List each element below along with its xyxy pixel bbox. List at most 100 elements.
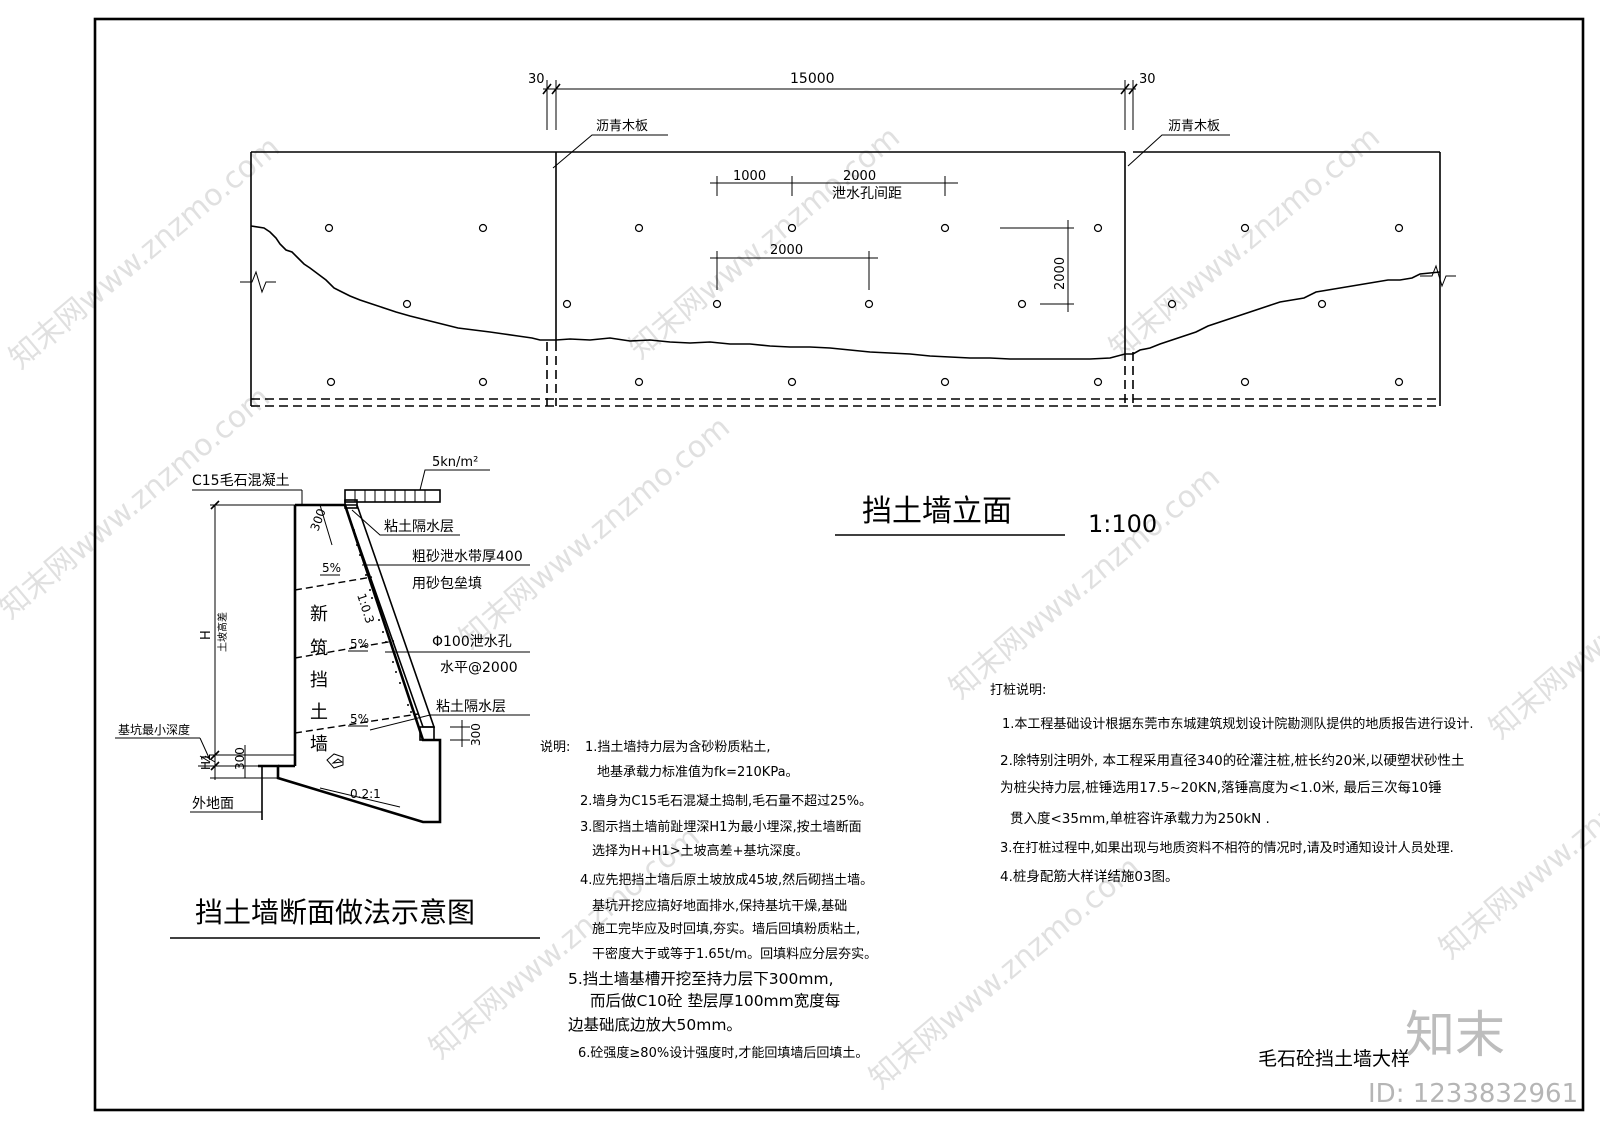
note-line: 干密度大于或等于1.65t/m。回填料应分层夯实。 — [592, 946, 877, 962]
weep-hole — [1017, 299, 1027, 309]
weephole-label-a: Φ100泄水孔 — [432, 634, 512, 650]
dim-top-left: 30 — [528, 72, 545, 87]
elevation-view: 30 15000 30 沥青木板 沥青木板 — [240, 71, 1456, 538]
slope-5c: 5% — [350, 712, 369, 726]
weep-hole — [324, 223, 334, 233]
weep-hole — [940, 223, 950, 233]
dim-2000-vertical: 2000 — [1053, 257, 1068, 290]
id-label: ID: 1233832961 — [1368, 1079, 1578, 1109]
note-line: 而后做C10砼 垫层厚100mm宽度每 — [590, 992, 840, 1010]
dim-2000-a: 2000 — [843, 169, 876, 184]
weep-hole — [478, 377, 488, 387]
weep-hole — [787, 223, 797, 233]
wall-char: 土 — [310, 702, 328, 723]
ground-profile — [250, 225, 1441, 360]
piling-line: 为桩尖持力层,桩锤选用17.5~20KN,落锤高度为<1.0米, 最后三次每10… — [1000, 779, 1442, 796]
slope-5a: 5% — [322, 561, 341, 575]
weep-hole — [940, 377, 950, 387]
slope-5b: 5% — [350, 637, 369, 651]
note-line: 3.图示挡土墙前趾埋深H1为最小埋深,按土墙断面 — [580, 819, 862, 835]
notes-heading: 说明: — [540, 740, 570, 755]
weep-hole — [1167, 299, 1177, 309]
dim-300-right: 300 — [469, 723, 483, 746]
weep-hole — [326, 377, 336, 387]
dim-top-mid: 15000 — [790, 71, 835, 87]
base-ratio-label: 0.2:1 — [350, 787, 381, 801]
outer-ground-label: 外地面 — [192, 796, 234, 812]
note-line: 基坑开挖应搞好地面排水,保持基坑干燥,基础 — [592, 898, 847, 914]
watermark: 知末网www.znzmo.com — [1103, 120, 1387, 366]
weep-hole — [1240, 223, 1250, 233]
dim-1000: 1000 — [733, 169, 766, 184]
watermark: 知末网www.znzmo.com — [0, 380, 277, 626]
note-line: 2.墙身为C15毛石混凝土捣制,毛石量不超过25%。 — [580, 793, 872, 809]
elevation-scale: 1:100 — [1088, 510, 1157, 538]
dim-300-top: 300 — [308, 507, 329, 533]
note-line: 地基承载力标准值为fk=210KPa。 — [597, 764, 799, 780]
weep-hole — [562, 299, 572, 309]
weep-hole — [1394, 223, 1404, 233]
weep-hole — [1240, 377, 1250, 387]
weep-hole — [634, 223, 644, 233]
piling-notes: 打桩说明: 1.本工程基础设计根据东莞市东城建筑规划设计院勘测队提供的地质报告进… — [990, 683, 1474, 885]
watermark: 知末网www.znzmo.com — [3, 130, 287, 376]
weep-hole — [1093, 377, 1103, 387]
elevation-title: 挡土墙立面 — [862, 494, 1012, 529]
dim-300-bottom: 300 — [233, 747, 247, 770]
wall-char: 墙 — [310, 734, 328, 755]
section-view: 5kn/m² C15毛石混凝土 5% 5% 5% 1 — [115, 455, 540, 939]
soil-height-label: 土坡高差 — [216, 612, 229, 652]
clay-bottom-label: 粘土隔水层 — [436, 699, 506, 715]
note-line: 施工完毕应及时回填,夯实。墙后回填粉质粘土, — [592, 921, 860, 937]
watermark: 知末网www.znzmo.com — [623, 120, 907, 366]
note-line: 5.挡土墙基槽开挖至持力层下300mm, — [568, 970, 834, 988]
weep-hole — [1394, 377, 1404, 387]
watermark: 知末网www.znzmo.com — [453, 410, 737, 656]
piling-line: 4.桩身配筋大样详结施03图。 — [1000, 868, 1179, 885]
rubble-stone-icon — [326, 753, 344, 769]
note-line: 1.挡土墙持力层为含砂粉质粘土, — [585, 739, 771, 755]
weep-hole — [787, 377, 797, 387]
weep-hole — [712, 299, 722, 309]
joint-label-left: 沥青木板 — [596, 119, 648, 134]
dim-2000-b: 2000 — [770, 243, 803, 258]
weep-hole — [864, 299, 874, 309]
piling-line: 1.本工程基础设计根据东莞市东城建筑规划设计院勘测队提供的地质报告进行设计. — [1002, 716, 1474, 732]
note-line: 4.应先把挡土墙后原土坡放成45坡,然后砌挡土墙。 — [580, 872, 873, 888]
weep-holes — [324, 223, 1404, 387]
ratio-label: 1:0.3 — [354, 592, 377, 626]
wall-char: 新 — [310, 604, 328, 625]
note-line: 边基础底边放大50mm。 — [568, 1016, 742, 1034]
sand-band-label: 粗砂泄水带厚400 — [412, 549, 523, 565]
weep-hole — [634, 377, 644, 387]
h-label: H — [199, 630, 214, 640]
h1-label: H1 — [199, 753, 213, 770]
piling-line: 3.在打桩过程中,如果出现与地质资料不相符的情况时,请及时通知设计人员处理. — [1000, 840, 1454, 856]
piling-line: 2.除特别注明外, 本工程采用直径340的砼灌注桩,桩长约20米,以硬塑状砂性土 — [1000, 753, 1465, 769]
notes-block: 说明: 1.挡土墙持力层为含砂粉质粘土, 地基承载力标准值为fk=210KPa。… — [540, 739, 877, 1061]
weep-hole — [1317, 299, 1327, 309]
brand-logo: 知末 — [1405, 1006, 1505, 1064]
wall-char: 挡 — [310, 670, 328, 691]
weephole-label-b: 水平@2000 — [440, 660, 518, 676]
piling-line: 贯入度<35mm,单桩容许承载力为250kN . — [1010, 810, 1270, 827]
note-line: 6.砼强度≥80%设计强度时,才能回填墙后回填土。 — [578, 1045, 868, 1061]
drawing-title: 毛石砼挡土墙大样 — [1258, 1048, 1410, 1070]
dim-top-right: 30 — [1139, 72, 1156, 87]
concrete-label: C15毛石混凝土 — [192, 473, 290, 489]
sheet-border — [93, 17, 1585, 1112]
clay-top-label: 粘土隔水层 — [384, 519, 454, 535]
weep-hole — [402, 299, 412, 309]
piling-heading: 打桩说明: — [990, 683, 1046, 698]
note-line: 选择为H+H1>土坡高差+基坑深度。 — [592, 843, 809, 859]
section-title: 挡土墙断面做法示意图 — [195, 896, 475, 929]
weep-hole — [1093, 223, 1103, 233]
pit-depth-label: 基坑最小深度 — [118, 722, 190, 737]
wall-char: 筑 — [310, 638, 328, 659]
watermark: 知末网www.znzmo.com — [863, 850, 1147, 1096]
load-label: 5kn/m² — [432, 455, 478, 470]
joint-label-right: 沥青木板 — [1168, 119, 1220, 134]
weep-hole — [478, 223, 488, 233]
weephole-spacing: 泄水孔间距 — [832, 186, 902, 202]
